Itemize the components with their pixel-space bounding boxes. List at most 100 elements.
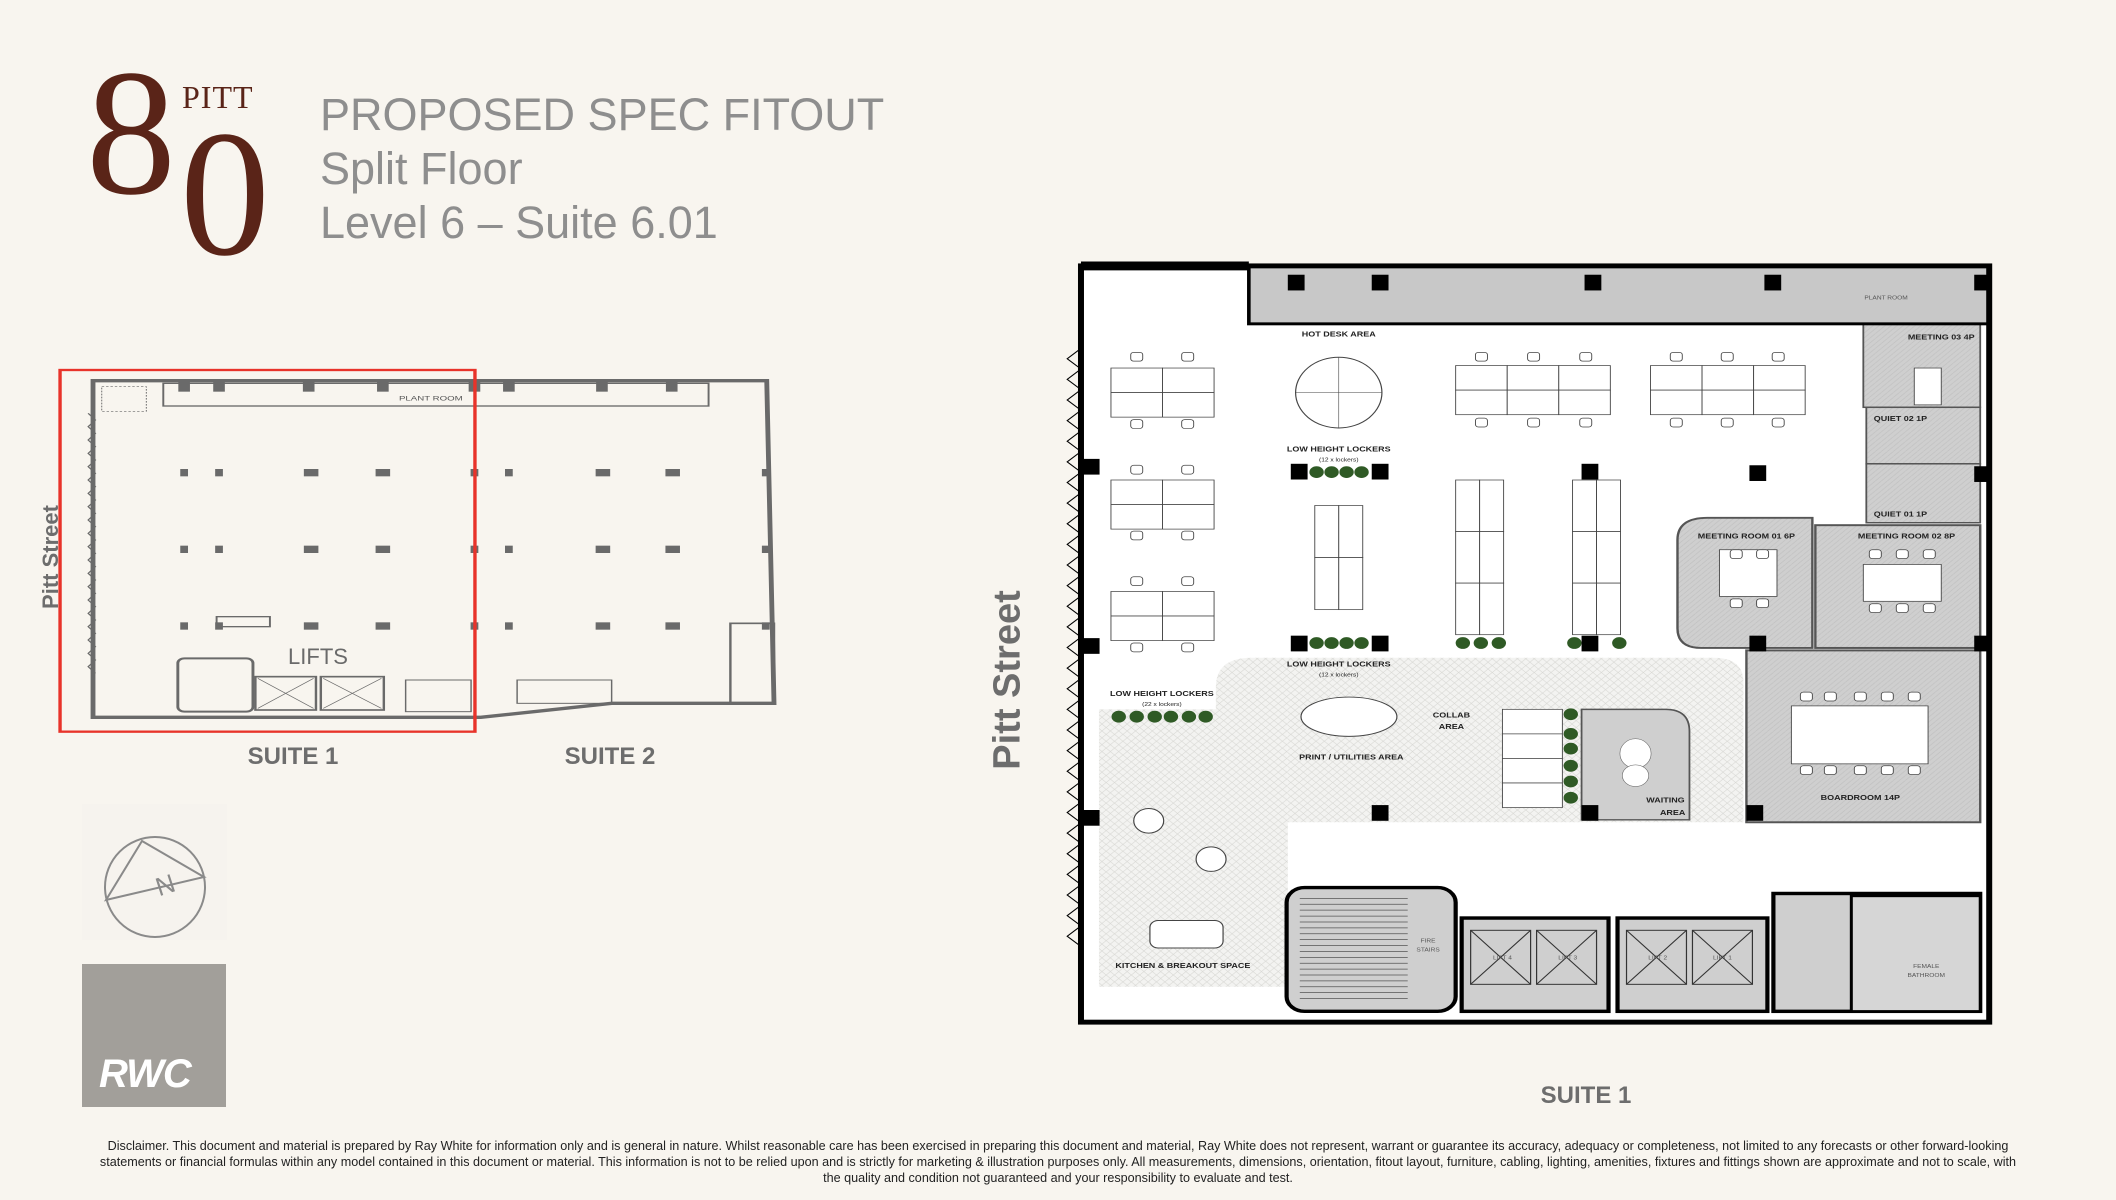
desk bbox=[1162, 504, 1215, 530]
desk bbox=[1501, 758, 1563, 784]
desk bbox=[1506, 389, 1560, 416]
planter bbox=[1563, 708, 1578, 721]
planter bbox=[1563, 791, 1578, 804]
desk bbox=[1338, 557, 1364, 611]
desk bbox=[1455, 389, 1508, 416]
quiet-02[interactable] bbox=[1865, 406, 1982, 465]
lift-car bbox=[1691, 929, 1754, 985]
chair bbox=[1907, 691, 1921, 702]
key-plan-column bbox=[302, 381, 315, 392]
planter bbox=[1129, 710, 1144, 723]
desk bbox=[1479, 479, 1505, 532]
suite-1-highlight[interactable] bbox=[58, 368, 477, 733]
chair bbox=[1181, 576, 1195, 586]
label-meeting-03: MEETING 03 4P bbox=[1908, 333, 1975, 341]
desk bbox=[1455, 479, 1481, 532]
desk bbox=[1314, 505, 1340, 558]
key-plan-column bbox=[761, 469, 770, 477]
chair bbox=[1181, 419, 1195, 429]
planter bbox=[1339, 466, 1354, 479]
planter bbox=[1563, 727, 1578, 740]
label-print: PRINT / UTILITIES AREA bbox=[1299, 753, 1403, 761]
structural-column bbox=[1749, 635, 1767, 652]
chair bbox=[1130, 576, 1144, 586]
planter bbox=[1309, 637, 1324, 649]
key-plan-column bbox=[595, 622, 611, 630]
planter bbox=[1354, 466, 1369, 479]
chair bbox=[1823, 765, 1837, 776]
label-fire-stairs-2: STAIRS bbox=[1416, 948, 1439, 953]
planter bbox=[1354, 637, 1369, 649]
desk bbox=[1862, 564, 1942, 602]
desk bbox=[1572, 582, 1597, 636]
desk bbox=[1753, 389, 1806, 416]
suite-2-label[interactable]: SUITE 2 bbox=[564, 743, 656, 770]
chair bbox=[1799, 691, 1813, 702]
desk bbox=[1479, 582, 1505, 636]
planter bbox=[1198, 710, 1213, 723]
key-plan-column bbox=[595, 545, 611, 553]
key-plan-column bbox=[761, 545, 770, 553]
desk bbox=[1110, 615, 1163, 641]
label-boardroom: BOARDROOM 14P bbox=[1821, 794, 1901, 802]
planter bbox=[1455, 637, 1471, 649]
planter bbox=[1147, 710, 1162, 723]
key-plan-column bbox=[303, 469, 319, 477]
label-lockers-c: LOW HEIGHT LOCKERS bbox=[1110, 690, 1214, 698]
key-plan-column bbox=[178, 381, 190, 392]
structural-column bbox=[1371, 635, 1389, 652]
desk bbox=[1162, 479, 1215, 505]
chair bbox=[1527, 417, 1541, 428]
desk bbox=[1558, 389, 1611, 416]
planter bbox=[1324, 637, 1339, 649]
desk bbox=[1501, 708, 1563, 735]
lift-car-cross bbox=[1536, 929, 1597, 985]
label-meeting-01: MEETING ROOM 01 6P bbox=[1698, 532, 1796, 540]
logo-digit-eight: 8 bbox=[86, 33, 176, 232]
key-plan-plant-room-label: PLANT ROOM bbox=[399, 394, 463, 402]
chair bbox=[1907, 765, 1921, 776]
chair bbox=[1922, 549, 1936, 559]
disclaimer: Disclaimer. This document and material i… bbox=[20, 1138, 2096, 1186]
desk bbox=[1110, 367, 1163, 393]
planter bbox=[1473, 637, 1489, 649]
planter bbox=[1339, 637, 1354, 649]
label-bathroom-1: FEMALE bbox=[1913, 965, 1939, 970]
desk bbox=[1596, 479, 1621, 532]
level-suite-label: Level 6 – Suite 6.01 bbox=[320, 197, 718, 248]
planter bbox=[1309, 466, 1324, 479]
structural-column bbox=[1082, 638, 1100, 654]
structural-column bbox=[1974, 466, 1992, 482]
chair bbox=[1720, 351, 1734, 362]
desk bbox=[1596, 582, 1621, 636]
key-plan-column bbox=[665, 381, 678, 392]
structural-column bbox=[1371, 805, 1389, 821]
desk bbox=[1506, 365, 1560, 391]
structural-column bbox=[1287, 274, 1305, 291]
desk bbox=[1162, 367, 1215, 393]
desk bbox=[1162, 392, 1215, 418]
suite-1-label[interactable]: SUITE 1 bbox=[247, 743, 339, 770]
key-plan-column bbox=[215, 545, 223, 553]
chair bbox=[1181, 351, 1195, 362]
key-plan-column bbox=[375, 469, 391, 477]
key-plan-column bbox=[215, 469, 223, 477]
key-plan-column bbox=[596, 381, 608, 392]
chair bbox=[1823, 691, 1837, 702]
key-plan-column bbox=[180, 622, 189, 630]
label-lift-3: LIFT 3 bbox=[1558, 956, 1578, 961]
desk bbox=[1338, 505, 1364, 558]
key-plan-column bbox=[595, 469, 611, 477]
quiet-01[interactable] bbox=[1865, 463, 1982, 524]
female-bathroom bbox=[1849, 894, 1982, 1013]
desk bbox=[1501, 782, 1563, 808]
chair bbox=[1895, 603, 1909, 613]
lift-car-cross bbox=[1470, 929, 1532, 985]
label-lockers-a: LOW HEIGHT LOCKERS bbox=[1287, 445, 1391, 453]
chair bbox=[1756, 598, 1770, 609]
chair bbox=[1880, 691, 1894, 702]
chair bbox=[1895, 549, 1909, 559]
key-plan-column bbox=[505, 545, 513, 553]
chair bbox=[1853, 765, 1867, 776]
desk bbox=[1701, 389, 1755, 416]
